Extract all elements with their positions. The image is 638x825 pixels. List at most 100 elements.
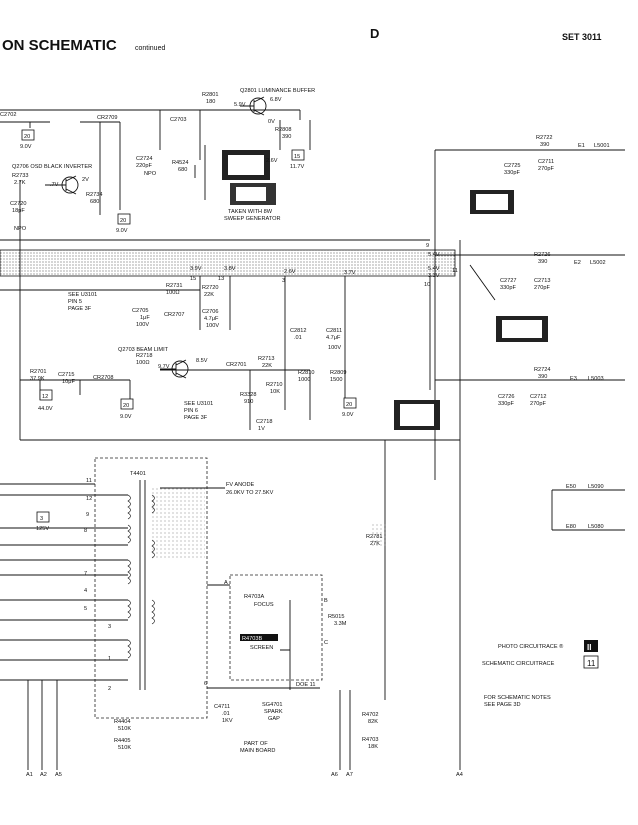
photo-circuitrace-num: II <box>587 643 591 652</box>
connector-a5: A5 <box>55 772 62 778</box>
bus-pin-11: 11 <box>452 268 458 274</box>
voltage-5-9: 5.9V <box>234 102 246 108</box>
c4711-value: .01 <box>222 711 230 717</box>
schematic-notes-l2: SEE PAGE 3D <box>484 702 521 708</box>
r2801-label: R2801 <box>202 92 218 98</box>
pin-3: 3 <box>108 624 111 630</box>
r2720-value: 22K <box>204 292 214 298</box>
r5015-label: R5015 <box>328 614 344 620</box>
c2705-label: C2705 <box>132 308 148 314</box>
c2703-label: C2703 <box>170 117 186 123</box>
r4703b-label: R4703B <box>242 636 262 642</box>
voltage-6-8: 6.8V <box>270 97 282 103</box>
cr2709-label: CR2709 <box>97 115 118 121</box>
pin-6: 6 <box>204 681 207 687</box>
tag-3 <box>36 511 50 523</box>
taken-note-l2: SWEEP GENERATOR <box>224 216 281 222</box>
r2809-value: 1500 <box>330 377 342 383</box>
t4401-shaded-area <box>150 488 205 558</box>
r2701-label: R2701 <box>30 369 46 375</box>
photo-circuitrace-tag <box>584 640 598 652</box>
c2724-label: C2724 <box>136 156 152 162</box>
section-letter: D <box>370 26 379 41</box>
tag-15-text: 15 <box>294 154 300 160</box>
see-u3101a-l2: PIN 5 <box>68 299 82 305</box>
l5090-label: L5090 <box>588 484 604 490</box>
r4404-label: R4404 <box>114 719 130 725</box>
r2724-value: 390 <box>538 374 547 380</box>
pin-12: 12 <box>86 496 92 502</box>
r2808-label: R2808 <box>275 127 291 133</box>
r4702-value: 82K <box>368 719 378 725</box>
connector-a6: A6 <box>331 772 338 778</box>
pin-4: 4 <box>84 588 87 594</box>
cr2701-label: CR2701 <box>226 362 247 368</box>
r2781-value: 27K <box>370 541 380 547</box>
r2720-label: R2720 <box>202 285 218 291</box>
doe11-label: DOE 11 <box>296 682 315 688</box>
connector-a7: A7 <box>346 772 353 778</box>
voltage-3-7: 3.7V <box>344 270 356 276</box>
c2725-value: 330pF <box>504 170 520 176</box>
c2715-label: C2715 <box>58 372 74 378</box>
voltage-9-0a: 9.0V <box>20 144 32 150</box>
r2710-value: 10K <box>270 389 280 395</box>
connector-a4: A4 <box>456 772 463 778</box>
r5015-value: 3.3M <box>334 621 347 627</box>
r2726-value: 390 <box>538 259 547 265</box>
c2715-value: 10μF <box>62 379 75 385</box>
voltage-9-0d: 9.0V <box>342 412 354 418</box>
r2710-label: R2710 <box>266 382 282 388</box>
c2706-value: 4.7μF <box>204 316 219 322</box>
r2731-value: 100Ω <box>166 290 180 296</box>
voltage-2-6b: 2.6V <box>284 269 296 275</box>
c2811-label: C2811 <box>326 328 342 334</box>
voltage-5-4b: 5.4V <box>428 266 440 272</box>
tag-20b-text: 20 <box>120 218 126 224</box>
e3-label: E3 <box>570 376 577 382</box>
voltage-0-7: .7V <box>50 182 59 188</box>
c2718-label: C2718 <box>256 419 272 425</box>
tag-20d <box>343 397 357 409</box>
voltage-5-4a: 5.4V <box>428 252 440 258</box>
connector-bus <box>0 249 456 277</box>
tag-20a-text: 20 <box>24 134 30 140</box>
r4524-value: 680 <box>178 167 187 173</box>
cr2707-label: CR2707 <box>164 312 185 318</box>
c2706-label: C2706 <box>202 309 218 315</box>
c2727-label: C2727 <box>500 278 516 284</box>
c2711-value: 270pF <box>538 166 554 172</box>
page-title-suffix: continued <box>135 45 165 52</box>
c2706-voltage: 100V <box>206 323 219 329</box>
r4703-value: 18K <box>368 744 378 750</box>
top-wiring <box>0 109 625 770</box>
c2712-value: 270pF <box>530 401 546 407</box>
q2706-transistor <box>45 175 79 195</box>
voltage-1v: 1V <box>258 426 265 432</box>
page-title: ON SCHEMATIC <box>2 37 117 54</box>
r4703-label: R4703 <box>362 737 378 743</box>
e2-label: E2 <box>574 260 581 266</box>
r2713-value: 22K <box>262 363 272 369</box>
c2724-value: 220pF <box>136 163 152 169</box>
r2718-value: 100Ω <box>136 360 150 366</box>
c2705-voltage: 100V <box>136 322 149 328</box>
voltage-3-3: 3.3V <box>428 273 440 279</box>
voltage-9-0c: 9.0V <box>120 414 132 420</box>
voltage-11-7: 11.7V <box>290 164 304 170</box>
schematic-circuitrace-label: SCHEMATIC CIRCUITRACE <box>482 661 555 667</box>
pin-2: 2 <box>108 686 111 692</box>
set-number: SET 3011 <box>562 32 602 42</box>
r2731-label: R2731 <box>166 283 182 289</box>
r2722-label: R2722 <box>536 135 552 141</box>
see-u3101b-l1: SEE U3101 <box>184 401 213 407</box>
cr2708-label: CR2708 <box>93 375 114 381</box>
bus-pin-3: 3 <box>282 278 285 284</box>
r4703b-role: SCREEN <box>250 645 273 651</box>
voltage-0: 0V <box>268 119 275 125</box>
r4703a-label: R4703A <box>244 594 264 600</box>
c2720-value: 18pF <box>12 208 25 214</box>
r4702-label: R4702 <box>362 712 378 718</box>
q2801-transistor <box>240 96 267 116</box>
